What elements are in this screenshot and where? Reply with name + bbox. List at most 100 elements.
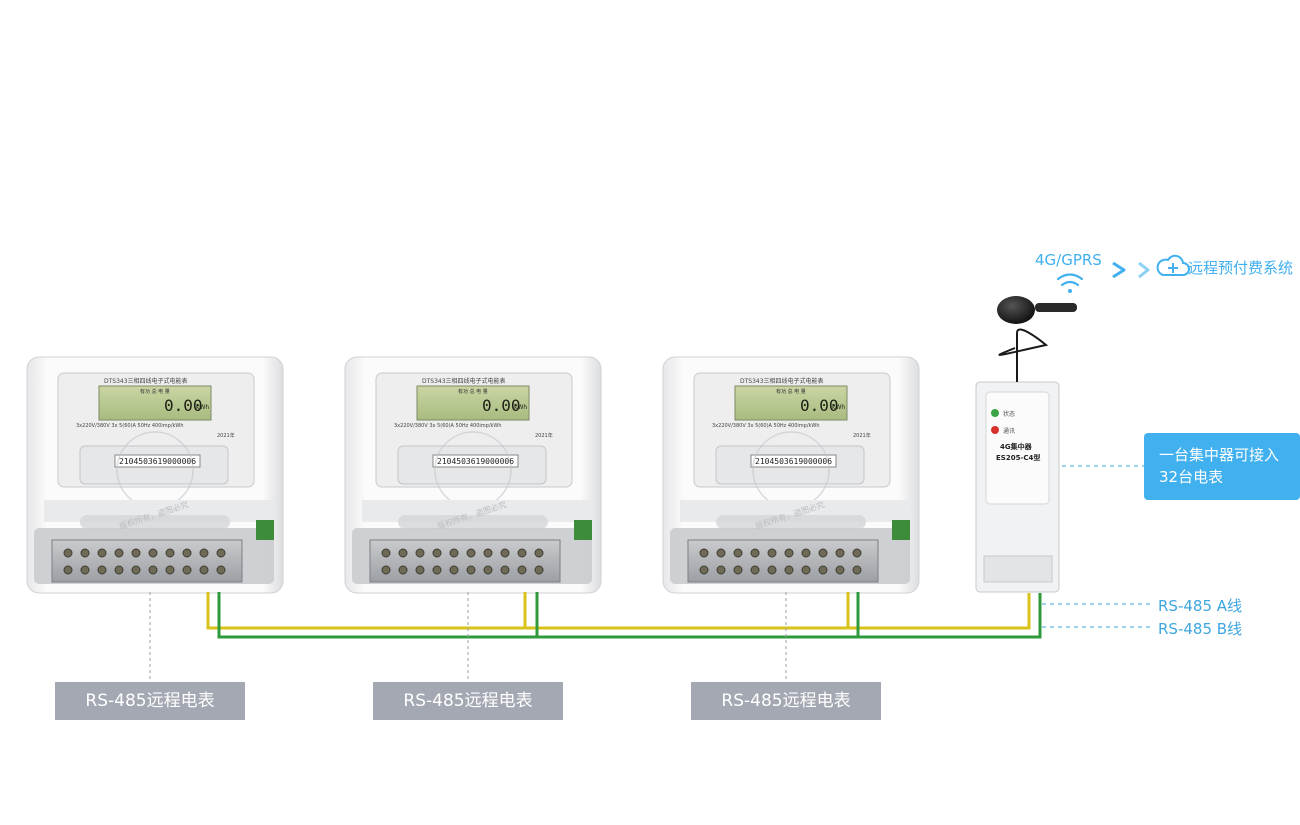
- terminal-screw: [818, 548, 828, 558]
- chevron-right-icon: [1112, 261, 1150, 279]
- terminal-screw: [216, 548, 226, 558]
- terminal-screw: [80, 565, 90, 575]
- terminal-screw: [716, 548, 726, 558]
- terminal-screw: [97, 565, 107, 575]
- terminal-screw: [114, 548, 124, 558]
- year-label: 2021年: [853, 433, 871, 439]
- spec-line: 3x220V/380V 3x 5(60)A 50Hz 400imp/kWh: [76, 423, 184, 429]
- terminal-screw: [767, 548, 777, 558]
- terminal-screw: [818, 565, 828, 575]
- lcd-unit: kWh: [832, 404, 846, 411]
- terminal-screw: [80, 548, 90, 558]
- meter-1: [26, 356, 284, 594]
- terminal-screw: [733, 565, 743, 575]
- terminal-screw: [182, 565, 192, 575]
- capacity-callout: 一台集中器可接入 32台电表: [1144, 433, 1300, 500]
- rs485-a-label: RS-485 A线: [1158, 597, 1243, 615]
- lcd-value: 0.00: [164, 396, 203, 415]
- year-label: 2021年: [535, 433, 553, 439]
- terminal-screw: [784, 548, 794, 558]
- meter-caption-2: RS-485远程电表: [373, 682, 563, 720]
- meter-title: DTS343三相四线电子式电能表: [104, 378, 188, 385]
- terminal-screw: [517, 548, 527, 558]
- rs485-wires: [206, 592, 1042, 639]
- concentrator-model: ES205-C4型: [996, 454, 1041, 462]
- terminal-screw: [852, 565, 862, 575]
- terminal-screw: [182, 548, 192, 558]
- concentrator-device: [975, 296, 1077, 593]
- rs485-b-label: RS-485 B线: [1158, 620, 1243, 638]
- terminal-screw: [852, 548, 862, 558]
- terminal-screw: [216, 565, 226, 575]
- lcd-value: 0.00: [800, 396, 839, 415]
- terminal-screw: [449, 548, 459, 558]
- terminal-screw: [114, 565, 124, 575]
- terminal-screw: [63, 565, 73, 575]
- terminal-screw: [801, 565, 811, 575]
- concentrator-name: 4G集中器: [1000, 443, 1032, 451]
- terminal-screw: [165, 548, 175, 558]
- terminal-screw: [835, 548, 845, 558]
- terminal-screw: [500, 548, 510, 558]
- year-label: 2021年: [217, 433, 235, 439]
- terminal-screw: [97, 548, 107, 558]
- terminal-screw: [750, 565, 760, 575]
- terminal-screw: [716, 565, 726, 575]
- serial-number: 2104503619000006: [755, 457, 833, 466]
- terminal-screw: [165, 565, 175, 575]
- yellow-wire: [206, 592, 1031, 630]
- terminal-screw: [199, 548, 209, 558]
- terminal-screw: [432, 548, 442, 558]
- spec-line: 3x220V/380V 3x 5(60)A 50Hz 400imp/kWh: [712, 423, 820, 429]
- lcd-tags: 有功 总 电 量: [776, 389, 806, 395]
- terminal-screw: [466, 565, 476, 575]
- terminal-screw: [534, 548, 544, 558]
- lcd-unit: kWh: [514, 404, 528, 411]
- meter-title: DTS343三相四线电子式电能表: [740, 378, 824, 385]
- terminal-screw: [449, 565, 459, 575]
- status-led-label: 状态: [1003, 411, 1016, 418]
- terminal-screw: [699, 565, 709, 575]
- lcd-tags: 有功 总 电 量: [140, 389, 170, 395]
- terminal-screw: [699, 548, 709, 558]
- comm-led-label: 通讯: [1003, 428, 1016, 435]
- leader-lines: [149, 592, 787, 682]
- callout-line-2: 32台电表: [1159, 468, 1224, 486]
- callout-line-1: 一台集中器可接入: [1159, 446, 1280, 464]
- green-wire: [217, 592, 1042, 639]
- terminal-screw: [415, 548, 425, 558]
- serial-number: 2104503619000006: [119, 457, 197, 466]
- terminal-screw: [398, 548, 408, 558]
- terminal-screw: [483, 548, 493, 558]
- terminal-screw: [500, 565, 510, 575]
- protocol-label: 4G/GPRS: [1035, 251, 1102, 269]
- terminal-screw: [750, 548, 760, 558]
- terminal-screw: [534, 565, 544, 575]
- terminal-screws: [63, 548, 862, 575]
- wifi-icon: [1056, 273, 1084, 293]
- terminal-screw: [432, 565, 442, 575]
- terminal-screw: [466, 548, 476, 558]
- system-label: 远程预付费系统: [1188, 259, 1294, 277]
- terminal-screw: [148, 548, 158, 558]
- meter-title: DTS343三相四线电子式电能表: [422, 378, 506, 385]
- terminal-screw: [381, 565, 391, 575]
- spec-line: 3x220V/380V 3x 5(60)A 50Hz 400imp/kWh: [394, 423, 502, 429]
- terminal-screw: [398, 565, 408, 575]
- serial-number: 2104503619000006: [437, 457, 515, 466]
- meter-2: [344, 356, 602, 594]
- meter-caption-1: RS-485远程电表: [55, 682, 245, 720]
- terminal-screw: [483, 565, 493, 575]
- terminal-screw: [63, 548, 73, 558]
- meter-3: [662, 356, 920, 594]
- terminal-screw: [733, 548, 743, 558]
- terminal-screw: [835, 565, 845, 575]
- terminal-screw: [131, 565, 141, 575]
- lcd-unit: kWh: [196, 404, 210, 411]
- terminal-screw: [415, 565, 425, 575]
- terminal-screw: [767, 565, 777, 575]
- terminal-screw: [381, 548, 391, 558]
- terminal-screw: [784, 565, 794, 575]
- terminal-screw: [199, 565, 209, 575]
